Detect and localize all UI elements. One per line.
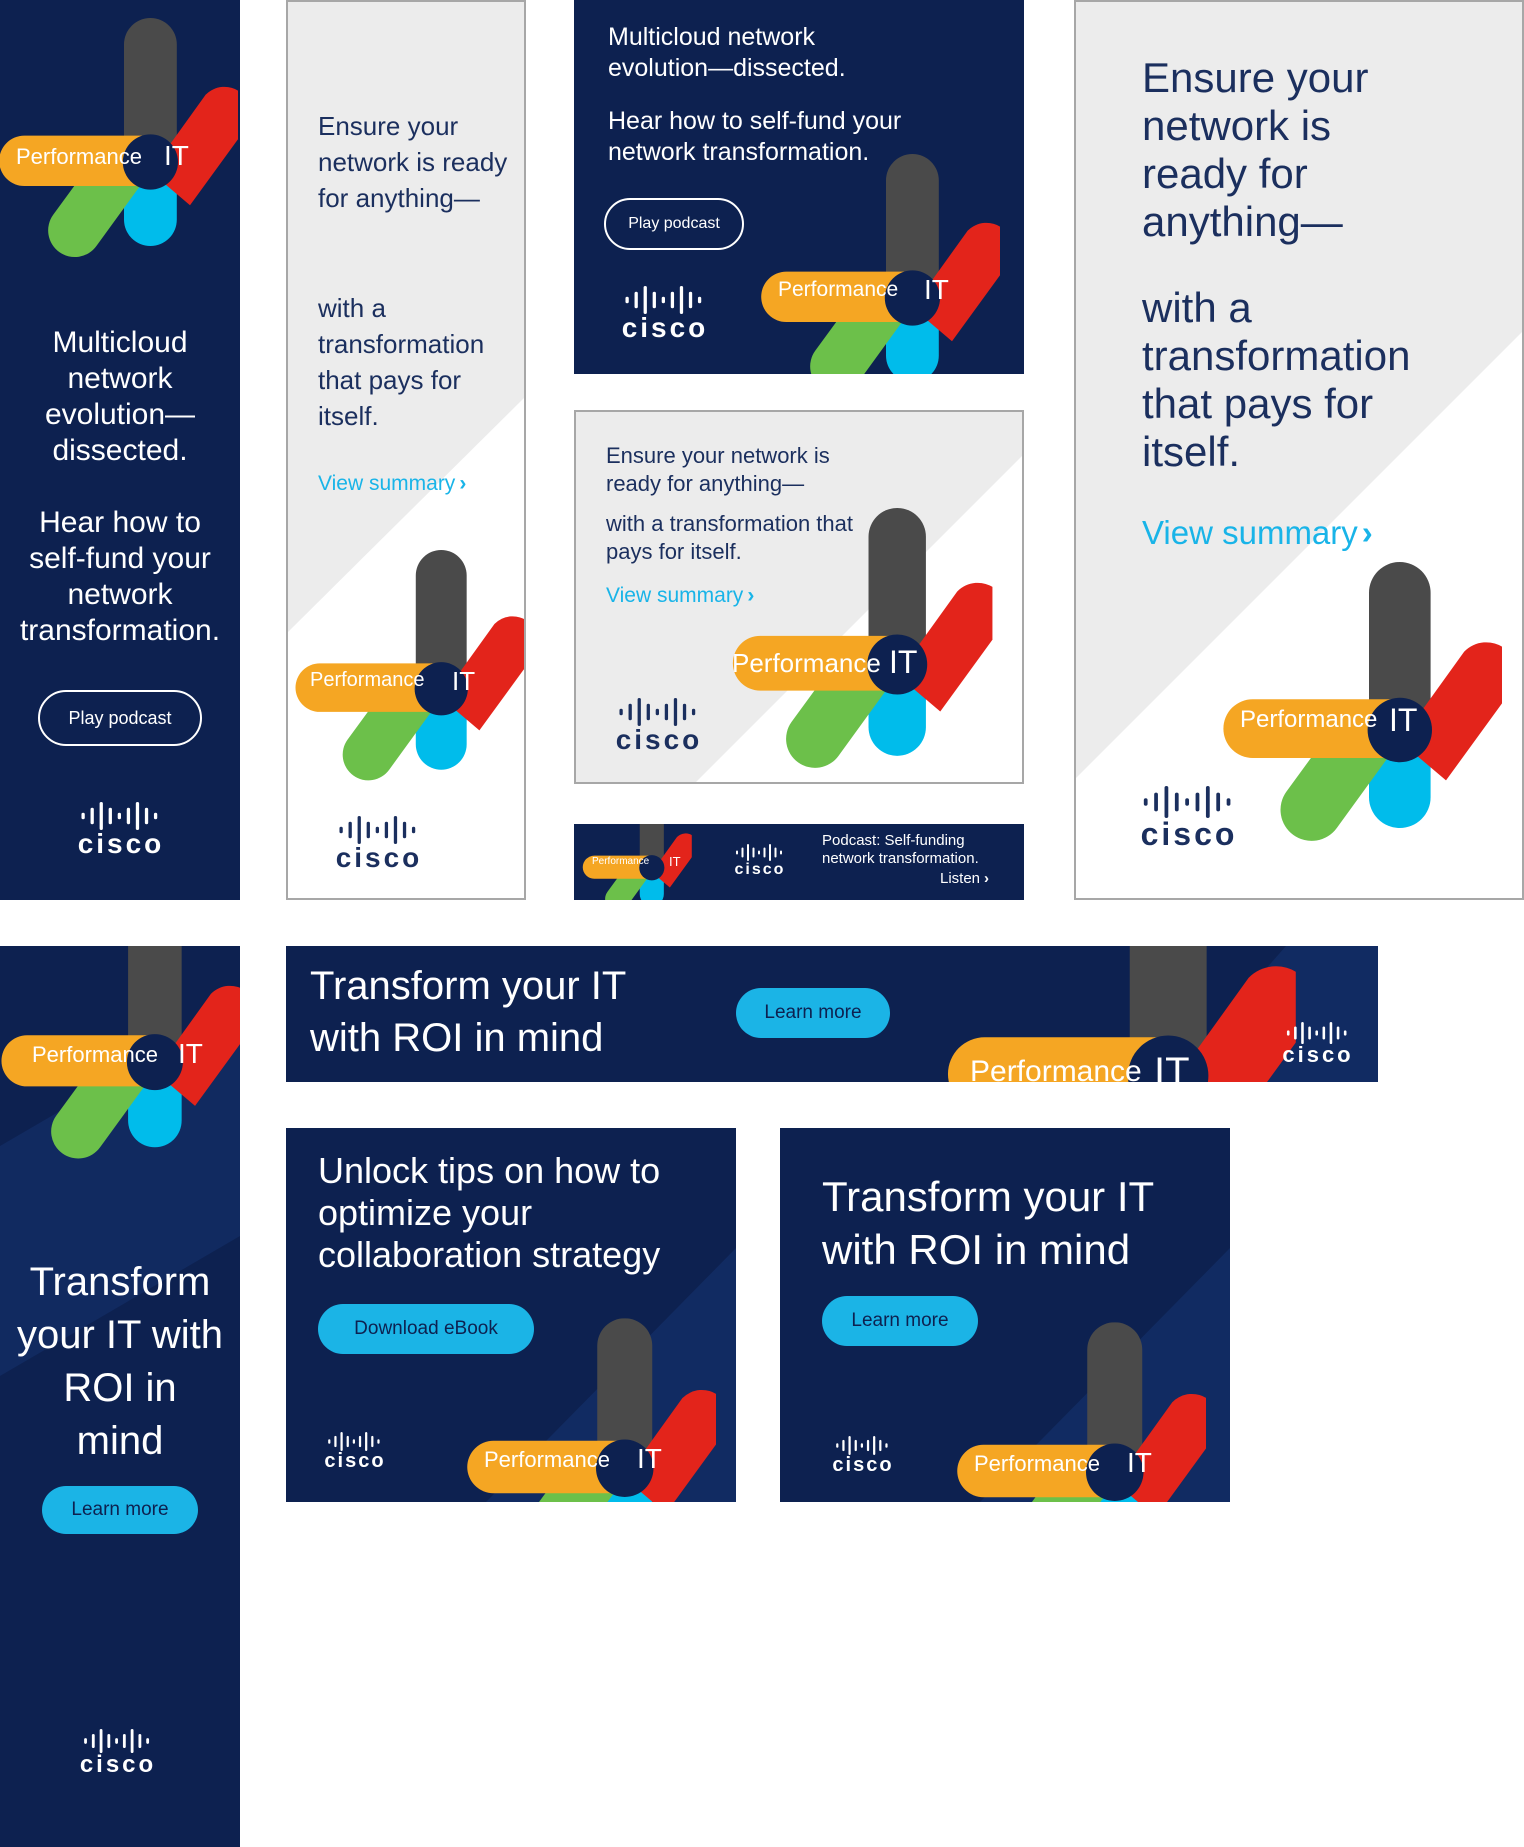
performance-it-graphic: Performance IT <box>956 1322 1206 1502</box>
graphic-label-performance: Performance <box>592 856 650 867</box>
graphic-label-performance: Performance <box>778 278 899 301</box>
ad-skyscraper-roi[interactable]: Performance IT Transform your IT with RO… <box>0 946 240 1847</box>
graphic-label-it: IT <box>669 854 681 869</box>
banner-line1: Podcast: Self-funding <box>822 832 965 849</box>
ad-leaderboard-roi[interactable]: Transform your IT with ROI in mind Learn… <box>286 946 1378 1082</box>
performance-it-graphic: Performance IT <box>0 946 240 1196</box>
headline: Multicloud network evolution—dissected. <box>44 326 196 467</box>
performance-it-graphic: Performance IT <box>466 1318 716 1502</box>
graphic-label-it: IT <box>924 274 949 305</box>
cisco-logo-text: cisco <box>79 1751 157 1778</box>
graphic-label-it: IT <box>1127 1447 1152 1478</box>
graphic-label-it: IT <box>889 644 918 680</box>
graphic-label-it: IT <box>1389 702 1418 738</box>
cisco-logo: cisco <box>728 844 792 880</box>
line1: Ensure your network is ready for anythin… <box>318 111 508 213</box>
graphic-label-performance: Performance <box>1240 706 1378 733</box>
chevron-right-icon: › <box>747 584 755 607</box>
cisco-logo-text: cisco <box>1282 1042 1354 1067</box>
cisco-logo: cisco <box>1274 1022 1362 1070</box>
ad-rect-roi[interactable]: Transform your IT with ROI in mind Learn… <box>780 1128 1230 1502</box>
banner-line2: network transformation. <box>822 850 979 867</box>
cisco-logo: cisco <box>324 816 434 874</box>
performance-it-graphic: Performance IT <box>946 946 1296 1082</box>
line1: Ensure your network is ready for anythin… <box>606 443 830 496</box>
graphic-label-performance: Performance <box>16 144 142 169</box>
learn-more-button[interactable]: Learn more <box>736 988 890 1038</box>
chevron-right-icon: › <box>459 472 467 495</box>
learn-more-button[interactable]: Learn more <box>42 1486 198 1534</box>
play-podcast-button[interactable]: Play podcast <box>604 198 744 250</box>
view-summary-link[interactable]: View summary› <box>1142 514 1373 551</box>
cisco-logo-text: cisco <box>621 312 709 343</box>
cisco-logo: cisco <box>1126 786 1252 852</box>
graphic-label-performance: Performance <box>970 1055 1142 1082</box>
performance-it-graphic: Performance IT <box>582 824 692 900</box>
cisco-logo-text: cisco <box>734 861 786 878</box>
cisco-logo: cisco <box>316 1432 394 1474</box>
ad-rect-podcast[interactable]: Multicloud network evolution—dissected. … <box>574 0 1024 374</box>
cisco-logo-text: cisco <box>324 1450 386 1472</box>
ad-rect-light[interactable]: Ensure your network is ready for anythin… <box>574 410 1024 784</box>
cisco-logo: cisco <box>604 698 714 756</box>
cisco-logo: cisco <box>824 1436 902 1478</box>
graphic-label-it: IT <box>637 1443 662 1474</box>
graphic-label-performance: Performance <box>732 648 881 678</box>
ad-skyscraper-light[interactable]: Ensure your network is ready for anythin… <box>286 0 526 900</box>
graphic-label-performance: Performance <box>32 1042 158 1067</box>
headline: Transform your IT with ROI in mind <box>310 964 626 1060</box>
chevron-right-icon: › <box>984 870 990 887</box>
view-summary-link[interactable]: View summary› <box>318 472 467 495</box>
line2: with a transformation that pays for itse… <box>1142 284 1411 475</box>
cisco-logo: cisco <box>70 1729 166 1779</box>
ad-rect-ebook[interactable]: Unlock tips on how to optimize your coll… <box>286 1128 736 1502</box>
graphic-label-performance: Performance <box>974 1451 1100 1476</box>
diagonal-background <box>288 2 524 632</box>
view-summary-link[interactable]: View summary› <box>606 584 755 607</box>
headline: Unlock tips on how to optimize your coll… <box>318 1150 661 1275</box>
subline: Hear how to self-fund your network trans… <box>19 506 221 647</box>
download-ebook-button[interactable]: Download eBook <box>318 1304 534 1354</box>
play-podcast-button[interactable]: Play podcast <box>38 690 202 746</box>
line2: with a transformation that pays for itse… <box>606 511 854 564</box>
graphic-label-it: IT <box>178 1038 203 1069</box>
graphic-label-performance: Performance <box>484 1447 610 1472</box>
performance-it-graphic: Performance IT <box>1222 562 1502 884</box>
ad-mobile-banner[interactable]: Performance IT cisco Podcast: Self-fundi… <box>574 824 1024 900</box>
cisco-logo-text: cisco <box>615 724 703 755</box>
graphic-label-performance: Performance <box>310 669 425 691</box>
ad-halfpage-light[interactable]: Ensure your network is ready for anythin… <box>1074 0 1524 900</box>
graphic-label-it: IT <box>164 140 189 171</box>
diagonal-background <box>576 412 1022 782</box>
performance-it-graphic: Performance IT <box>292 550 526 816</box>
headline: Transform your IT with ROI in mind <box>17 1260 223 1463</box>
line2: with a transformation that pays for itse… <box>318 293 485 431</box>
cisco-logo-text: cisco <box>832 1454 894 1476</box>
ad-skyscraper-podcast[interactable]: Performance IT Multicloud network evolut… <box>0 0 240 900</box>
cisco-logo-text: cisco <box>77 828 165 859</box>
performance-it-graphic: Performance IT <box>0 18 240 294</box>
graphic-label-it: IT <box>1154 1050 1190 1082</box>
performance-it-graphic: Performance IT <box>712 508 1012 784</box>
subline: Hear how to self-fund your network trans… <box>608 107 902 166</box>
cisco-logo: cisco <box>66 802 176 860</box>
cisco-logo-text: cisco <box>1140 816 1238 852</box>
diagonal-background <box>1076 2 1522 778</box>
performance-it-graphic: Performance IT <box>760 154 1000 374</box>
chevron-right-icon: › <box>1361 514 1373 551</box>
headline: Multicloud network evolution—dissected. <box>608 23 846 82</box>
cisco-logo: cisco <box>610 286 720 344</box>
headline: Transform your IT with ROI in mind <box>822 1173 1154 1273</box>
graphic-label-it: IT <box>452 666 476 696</box>
listen-link[interactable]: Listen› <box>940 870 990 887</box>
cisco-logo-text: cisco <box>335 842 423 873</box>
line1: Ensure your network is ready for anythin… <box>1142 54 1369 245</box>
learn-more-button[interactable]: Learn more <box>822 1296 978 1346</box>
